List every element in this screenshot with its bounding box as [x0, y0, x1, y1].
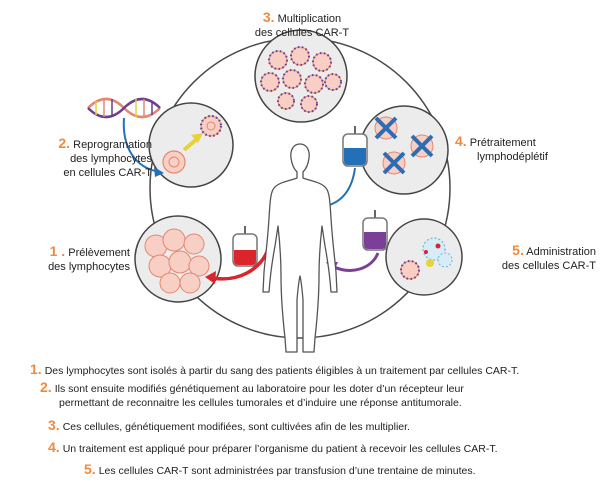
step-5-line1: Administration — [526, 246, 596, 258]
step-5-number: 5. — [512, 242, 524, 258]
caption-1: 1.Des lymphocytes sont isolés à partir d… — [30, 362, 519, 378]
step-2-line2: des lymphocytes — [70, 153, 152, 165]
step-2-number: 2. — [58, 135, 71, 151]
step-4-line2: lymphodéplétif — [477, 151, 548, 163]
caption-2-text-line1: Ils sont ensuite modifiés génétiquement … — [54, 383, 464, 395]
red-arrow-head — [205, 271, 216, 284]
car-t-cell — [324, 73, 342, 91]
step-3-label: 3. Multiplication des cellules CAR-T — [248, 10, 356, 40]
step-3-line2: des cellules CAR-T — [254, 27, 350, 39]
patient-silhouette — [262, 143, 338, 353]
purple-arrow — [331, 252, 380, 272]
red-blood-bag-icon — [232, 226, 258, 267]
depleted-cell-icon — [374, 116, 398, 140]
step-4-label: 4. Prétraitement lymphodéplétif — [455, 134, 595, 164]
car-t-cell — [277, 92, 295, 110]
tumor-cell-icon — [422, 237, 453, 268]
caption-2-cont: permettant de reconnaitre les cellules t… — [59, 396, 462, 410]
blue-arrow-bag — [325, 167, 356, 207]
yellow-arrow-head — [191, 133, 203, 143]
purple-infusion-bag-icon — [362, 210, 388, 251]
step-2-line3: en cellules CAR-T — [63, 167, 152, 179]
depleted-cell-icon — [410, 134, 434, 158]
caption-4: 4.Un traitement est appliqué pour prépar… — [48, 440, 497, 456]
car-t-cell — [400, 260, 420, 280]
blue-arrow-dna — [122, 117, 161, 173]
car-t-cell — [300, 95, 318, 113]
step-5-label: 5. Administration des cellules CAR-T — [466, 243, 596, 273]
car-t-cells-cluster — [260, 46, 342, 113]
step-3-number: 3. — [262, 9, 275, 25]
caption-3: 3.Ces cellules, génétiquement modifiées,… — [48, 418, 410, 434]
step-3-circle — [254, 29, 348, 123]
step-5-circle — [385, 218, 463, 296]
car-t-cell — [268, 50, 288, 70]
caption-2: 2.Ils sont ensuite modifiés génétiquemen… — [40, 380, 464, 396]
step-1-label: 1 . Prélèvement des lymphocytes — [20, 244, 130, 274]
caption-4-number: 4. — [48, 439, 60, 455]
car-t-cell — [290, 46, 310, 66]
step-1-line1: Prélèvement — [68, 247, 130, 259]
caption-2-number: 2. — [40, 379, 52, 395]
lymphocyte-cell — [162, 150, 186, 174]
step-4-circle — [359, 105, 449, 195]
step-1-circle — [134, 215, 222, 303]
caption-4-text: Un traitement est appliqué pour préparer… — [62, 443, 498, 455]
depleted-cell-icon — [382, 151, 406, 175]
car-t-cell — [312, 52, 332, 72]
step-1-number: 1 . — [49, 243, 66, 259]
step-1-line2: des lymphocytes — [48, 261, 130, 273]
step-2-label: 2. Reprogramation des lymphocytes en cel… — [12, 136, 152, 180]
caption-1-text: Des lymphocytes sont isolés à partir du … — [44, 365, 520, 377]
caption-5-text: Les cellules CAR-T sont administrées par… — [98, 465, 476, 477]
caption-3-number: 3. — [48, 417, 60, 433]
step-2-circle — [148, 102, 234, 188]
blue-arrow-head — [154, 167, 164, 177]
dna-helix-icon — [87, 97, 161, 119]
car-t-cell — [304, 74, 324, 94]
caption-2-text-line2: permettant de reconnaitre les cellules t… — [59, 397, 462, 409]
step-4-number: 4. — [455, 133, 467, 149]
step-4-line1: Prétraitement — [469, 137, 536, 149]
car-t-cell — [199, 114, 223, 138]
car-t-cell — [260, 72, 280, 92]
lymphocyte-cluster — [144, 228, 210, 294]
caption-3-text: Ces cellules, génétiquement modifiées, s… — [62, 421, 410, 433]
step-3-line1: Multiplication — [277, 13, 342, 25]
blue-infusion-bag-icon — [342, 126, 368, 167]
caption-5: 5.Les cellules CAR-T sont administrées p… — [84, 462, 476, 478]
caption-1-number: 1. — [30, 361, 42, 377]
step-5-line2: des cellules CAR-T — [501, 260, 596, 272]
caption-5-number: 5. — [84, 461, 96, 477]
car-t-cell — [282, 69, 302, 89]
step-2-line1: Reprogramation — [73, 139, 152, 151]
